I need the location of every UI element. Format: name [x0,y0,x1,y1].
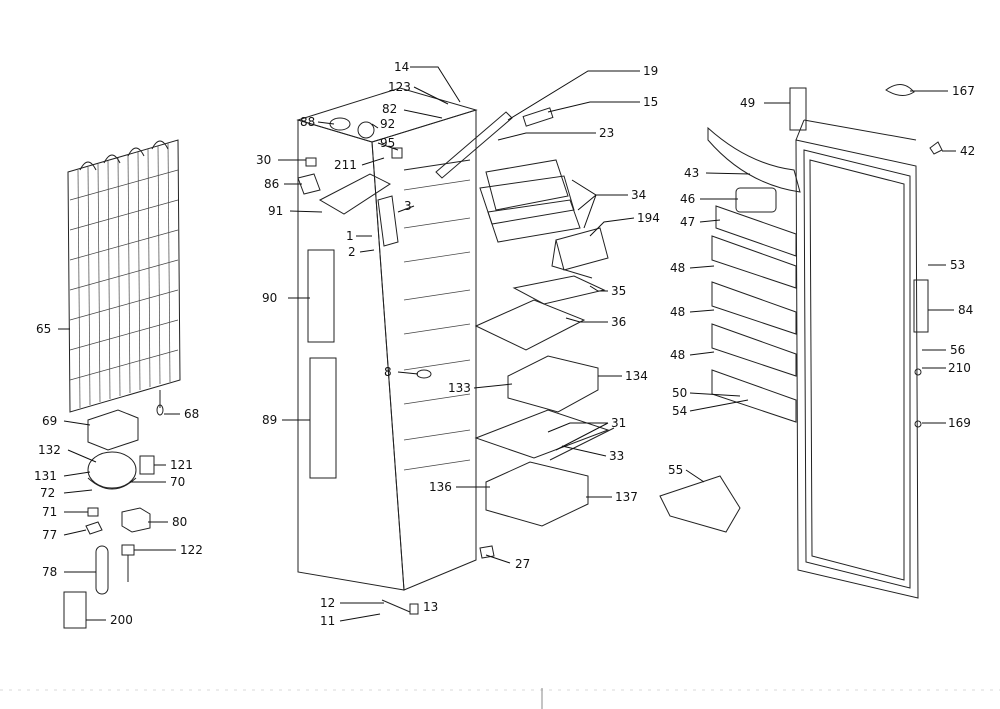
part-number-labels: 14 123 19 82 15 88 92 23 95 30 211 86 34… [34,60,975,628]
part-label-70: 70 [170,475,185,489]
part-label-19: 19 [643,64,658,78]
part-label-200: 200 [110,613,133,627]
part-label-122: 122 [180,543,203,557]
door-assembly [659,84,943,599]
condenser-coil [67,139,181,416]
part-label-194: 194 [637,211,660,225]
part-label-12: 12 [320,596,335,610]
part-label-31: 31 [611,416,626,430]
part-label-84: 84 [958,303,973,317]
part-label-1: 1 [346,229,354,243]
leader-lines [58,66,956,622]
part-label-48-bottom: 48 [670,348,685,362]
part-label-13: 13 [423,600,438,614]
part-label-8: 8 [384,365,392,379]
part-label-43: 43 [684,166,699,180]
part-label-95: 95 [380,136,395,150]
part-label-14: 14 [394,60,409,74]
part-label-3: 3 [404,199,412,213]
part-label-90: 90 [262,291,277,305]
part-label-169: 169 [948,416,971,430]
part-label-53: 53 [950,258,965,272]
part-label-48-top: 48 [670,261,685,275]
part-label-36: 36 [611,315,626,329]
part-label-77: 77 [42,528,57,542]
part-label-86: 86 [264,177,279,191]
part-label-15: 15 [643,95,658,109]
shelves-and-drawers [474,159,615,527]
part-label-54: 54 [672,404,687,418]
part-label-82: 82 [382,102,397,116]
part-label-89: 89 [262,413,277,427]
compressor-group [63,409,155,629]
part-label-46: 46 [680,192,695,206]
part-label-92: 92 [380,117,395,131]
part-label-167: 167 [952,84,975,98]
cabinet-body [296,87,554,615]
part-label-65: 65 [36,322,51,336]
part-label-34: 34 [631,188,646,202]
part-label-30: 30 [256,153,271,167]
part-label-23: 23 [599,126,614,140]
part-label-133: 133 [448,381,471,395]
part-label-211: 211 [334,158,357,172]
part-label-134: 134 [625,369,648,383]
part-label-33: 33 [609,449,624,463]
part-label-88: 88 [300,115,315,129]
part-label-71: 71 [42,505,57,519]
part-label-137: 137 [615,490,638,504]
part-label-91: 91 [268,204,283,218]
scan-artifact-line [0,688,1000,709]
part-label-56: 56 [950,343,965,357]
part-label-49: 49 [740,96,755,110]
part-label-80: 80 [172,515,187,529]
part-label-2: 2 [348,245,356,259]
part-label-42: 42 [960,144,975,158]
part-label-55: 55 [668,463,683,477]
part-label-68: 68 [184,407,199,421]
part-label-78: 78 [42,565,57,579]
part-label-27: 27 [515,557,530,571]
part-label-123: 123 [388,80,411,94]
part-label-50: 50 [672,386,687,400]
part-label-121: 121 [170,458,193,472]
part-label-48-middle: 48 [670,305,685,319]
part-label-72: 72 [40,486,55,500]
part-label-136: 136 [429,480,452,494]
part-label-11: 11 [320,614,335,628]
part-label-69: 69 [42,414,57,428]
part-label-47: 47 [680,215,695,229]
part-label-210: 210 [948,361,971,375]
part-label-132: 132 [38,443,61,457]
part-label-131: 131 [34,469,57,483]
part-label-35: 35 [611,284,626,298]
